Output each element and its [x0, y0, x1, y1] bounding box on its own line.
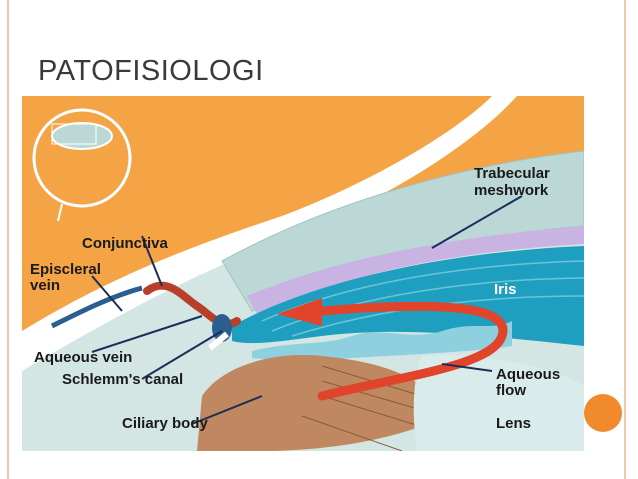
aqueous-flow-arrowhead: [277, 298, 322, 326]
lens: [413, 355, 584, 451]
slide-frame: [7, 0, 626, 479]
slide-title: PATOFISIOLOGI: [38, 55, 264, 87]
eyeball-inset: [32, 108, 132, 222]
label-lens: Lens: [496, 415, 531, 432]
label-aqueous: Aqueous: [496, 366, 560, 383]
label-schlemms-canal: Schlemm's canal: [62, 371, 183, 388]
schlemms-canal-gap: [208, 331, 229, 351]
label-vein: vein: [30, 277, 60, 294]
iris-lower-edge: [252, 321, 512, 361]
leader-lines: [91, 195, 523, 425]
aqueous-flow-arrow: [317, 301, 508, 401]
label-conjunctiva: Conjunctiva: [82, 235, 168, 252]
label-episcleral: Episcleral: [30, 261, 101, 278]
episcleral-vein: [50, 285, 143, 329]
trabecular-meshwork: [247, 226, 584, 314]
label-trabecular: Trabecular: [474, 165, 550, 182]
label-aqueous-vein: Aqueous vein: [34, 349, 132, 366]
slide-accent-dot: [584, 394, 622, 432]
eye-anatomy-diagram: Trabecular meshwork Conjunctiva Episcler…: [22, 96, 584, 451]
label-ciliary-body: Ciliary body: [122, 415, 209, 432]
label-flow: flow: [496, 382, 526, 399]
label-meshwork: meshwork: [474, 182, 549, 199]
sclera-band: [22, 96, 517, 371]
label-iris: Iris: [494, 281, 517, 298]
